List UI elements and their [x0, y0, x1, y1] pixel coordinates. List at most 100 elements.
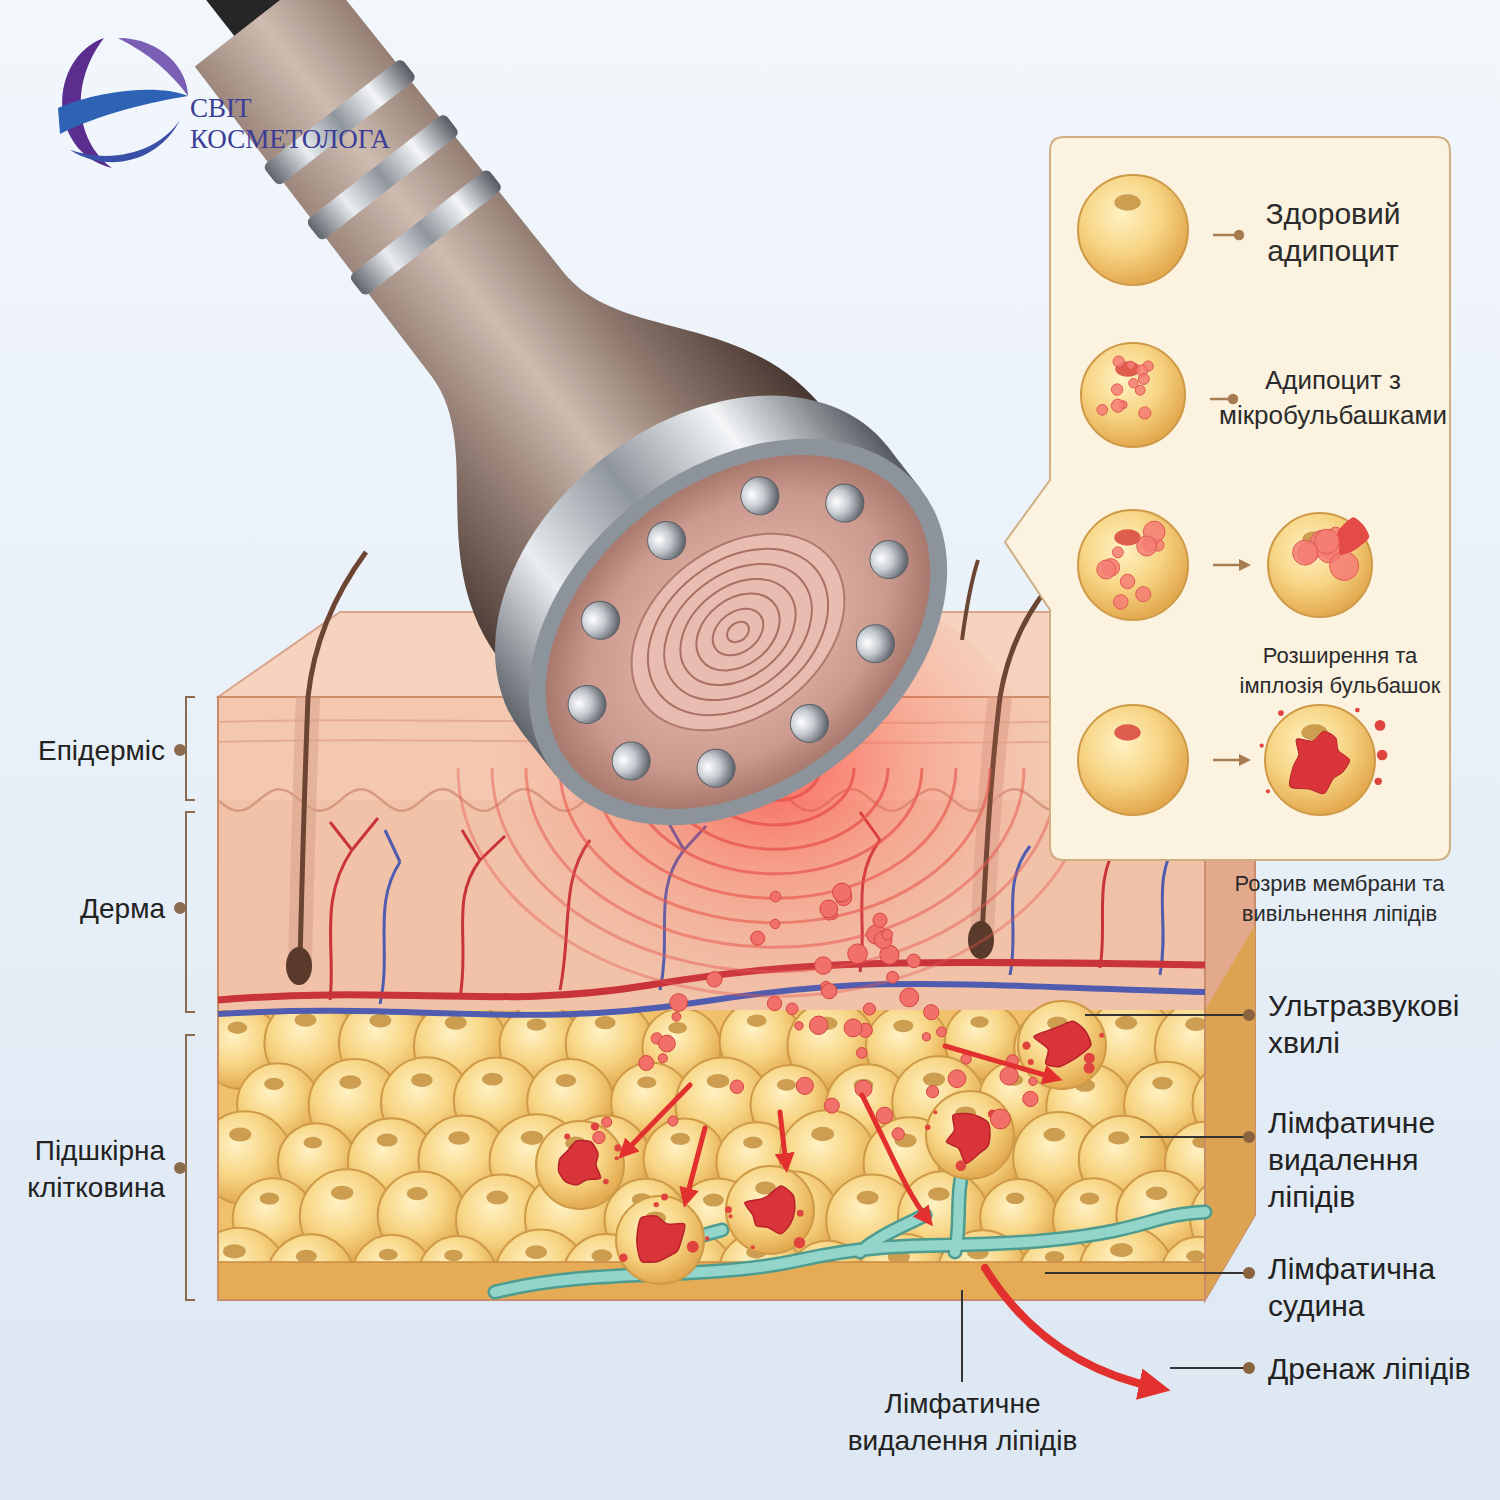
fat-cell: [743, 1136, 762, 1148]
lipid-flow-arrow: [624, 1085, 690, 1153]
fat-cell: [1080, 1193, 1099, 1205]
fat-cell: [331, 1186, 354, 1200]
microbubble: [767, 996, 781, 1010]
stage-pointer: [1235, 231, 1243, 239]
ultrasound-wave: [458, 768, 1092, 996]
layer-bracket: [186, 1035, 195, 1300]
microbubble: [948, 1070, 966, 1088]
callout-label: Лімфатичне видалення ліпідів: [1268, 1104, 1496, 1215]
fat-cell: [1006, 1192, 1025, 1204]
layer-bracket: [175, 745, 185, 755]
microbubble: [863, 1003, 875, 1015]
electrode: [783, 697, 836, 750]
fat-cell: [229, 1127, 251, 1141]
fat-cell: [521, 1131, 544, 1145]
ultrasound-device: [681, 578, 794, 687]
stage-pointer: [1210, 398, 1230, 401]
leader-line: [1170, 1367, 1245, 1369]
fat-cell: [591, 1249, 612, 1262]
electrode: [689, 742, 742, 795]
logo-text: СВІТ КОСМЕТОЛОГА: [190, 93, 425, 155]
ruptured-adipocyte: [661, 1194, 668, 1201]
microbubble: [815, 957, 832, 974]
fat-cell: [295, 1013, 317, 1027]
ultrasound-device: [615, 514, 860, 749]
leader-line: [1243, 1131, 1255, 1143]
adipocyte-stage: [1377, 750, 1388, 761]
fat-cell: [218, 1010, 1205, 1262]
adipocyte-stage: [1266, 789, 1270, 793]
ultrasound-device: [477, 382, 999, 882]
ruptured-adipocyte: [603, 1179, 609, 1185]
microbubble: [900, 988, 919, 1007]
ruptured-adipocyte: [564, 1133, 570, 1139]
layer-bracket: [186, 812, 195, 1012]
adipocyte-stage: [1097, 560, 1116, 579]
microbubble: [639, 1056, 654, 1071]
ruptured-adipocyte: [558, 1140, 600, 1184]
ultrasound-device: [660, 557, 816, 707]
adipocyte-stage: [1135, 385, 1145, 395]
ruptured-adipocyte: [1022, 1041, 1030, 1049]
microbubble: [593, 1131, 605, 1143]
microbubble: [751, 931, 765, 945]
skin-block: [1205, 925, 1255, 1300]
inset-panel: Здоровий адипоцитАдипоцит з мікробульбаш…: [1050, 137, 1450, 860]
microbubble: [873, 913, 887, 927]
fat-cell: [448, 1131, 470, 1145]
callout-label: Ультразвукові хвилі: [1268, 987, 1496, 1061]
lipid-flow-arrow: [624, 1046, 1158, 1388]
lipid-flow-arrow: [945, 1046, 1055, 1078]
leader-line: [1243, 1362, 1255, 1374]
microbubble: [1000, 1067, 1018, 1085]
adipocyte-stage: [1330, 552, 1359, 581]
fat-cell: [223, 1244, 246, 1258]
adipocyte-stage: [1078, 510, 1188, 620]
fat-cell: [486, 1191, 508, 1205]
microbubble: [824, 1098, 839, 1113]
microbubble: [856, 1048, 867, 1059]
leader-line: [1243, 1009, 1255, 1021]
fat-cell: [228, 1022, 248, 1034]
fat-cell: [369, 1014, 391, 1028]
microbubble: [796, 1077, 813, 1094]
fat-cell: [1161, 1237, 1205, 1262]
microbubble: [832, 883, 851, 902]
ruptured-adipocyte: [591, 1123, 599, 1131]
callout-label: Лімфатичне видалення ліпідів: [825, 1385, 1100, 1459]
microbubble: [670, 994, 688, 1012]
ruptured-adipocyte: [637, 1216, 685, 1263]
adipocyte-stage: [1315, 529, 1339, 553]
fat-cell: [411, 1073, 433, 1087]
microbubble: [658, 1054, 667, 1063]
ruptured-adipocyte: [728, 1214, 732, 1218]
fat-cell: [1043, 1128, 1065, 1142]
fat-cell: [444, 1250, 463, 1262]
adipocyte-stage: [1260, 743, 1264, 747]
logo-icon: [70, 120, 180, 162]
layer-bracket: [175, 697, 195, 1300]
adipocyte-stage: [1078, 175, 1387, 815]
ruptured-adipocyte: [687, 1241, 699, 1253]
ruptured-adipocyte: [956, 1160, 967, 1171]
lipid-flow-arrow: [780, 1112, 786, 1165]
adipocyte-stage: [1138, 374, 1149, 385]
logo-icon: [58, 38, 188, 168]
adipocyte-stage: [1289, 731, 1349, 794]
microbubble: [892, 1128, 904, 1140]
microbubble: [907, 954, 921, 968]
stage-pointer: [1213, 564, 1246, 567]
lipid-flow-arrow: [686, 1128, 705, 1200]
adipocyte-stage: [1114, 595, 1129, 610]
adipocyte-stage: [1111, 399, 1124, 412]
adipocyte-stage: [1127, 361, 1135, 369]
adipocyte-stage: [1293, 540, 1318, 565]
electrode: [862, 533, 915, 586]
adipocyte-stage: [1375, 778, 1382, 785]
adipocyte-stage: [1114, 724, 1140, 741]
microbubble: [822, 984, 837, 999]
ruptured-adipocyte: [616, 1196, 704, 1284]
leader-line: [961, 1290, 963, 1382]
ruptured-adipocyte: [1034, 1021, 1091, 1067]
microbubble: [770, 919, 779, 928]
